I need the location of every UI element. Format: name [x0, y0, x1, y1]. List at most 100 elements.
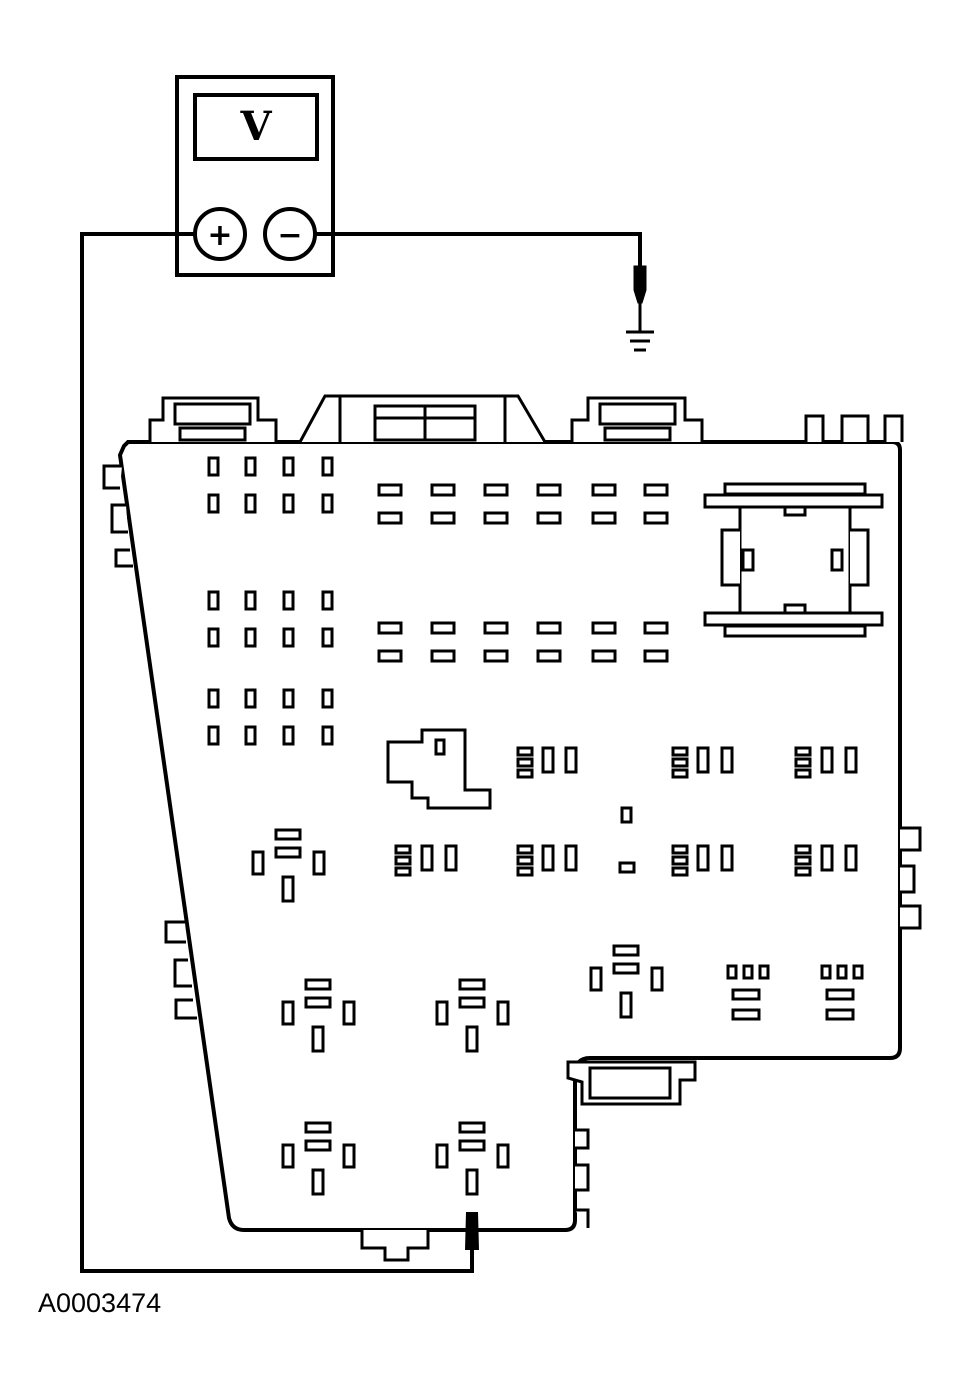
terminal-slot [207, 627, 220, 648]
terminal-slot [696, 746, 710, 774]
terminal-slot [312, 850, 326, 876]
terminal-slot [852, 964, 864, 980]
terminal-slot [742, 964, 754, 980]
terminal-slot [591, 649, 617, 663]
terminal-slot [671, 844, 689, 855]
terminal-slot [304, 996, 332, 1009]
terminal-slot [844, 844, 858, 872]
top-connectors [148, 394, 904, 443]
terminal-slot [394, 844, 412, 855]
notch-connector [566, 1060, 697, 1106]
terminal-slot [612, 944, 640, 957]
terminal-slot [591, 511, 617, 525]
terminal-slot [671, 746, 689, 757]
terminal-slot [458, 1139, 486, 1152]
terminal-slot [516, 757, 534, 768]
terminal-slot [536, 483, 562, 497]
terminal-slot [731, 988, 761, 1001]
right-tabs [900, 826, 922, 930]
terminal-slot [321, 688, 334, 709]
terminal-slot [342, 1000, 356, 1026]
terminal-slot [516, 855, 534, 866]
terminal-slot [282, 627, 295, 648]
terminal-slot [207, 725, 220, 746]
terminal-slot [483, 483, 509, 497]
terminal-slot [377, 649, 403, 663]
terminal-slot [794, 757, 812, 768]
terminal-slot [794, 866, 812, 877]
terminal-slot [282, 688, 295, 709]
terminal-slot [564, 844, 578, 872]
terminal-slot [591, 621, 617, 635]
terminal-slot [794, 855, 812, 866]
terminal-slot [696, 844, 710, 872]
figure-id: A0003474 [38, 1288, 162, 1318]
terminal-slot [377, 483, 403, 497]
terminal-slot [643, 483, 669, 497]
terminal-slot [377, 511, 403, 525]
terminal-slot [536, 621, 562, 635]
test-probe-icon [633, 265, 647, 304]
terminal-slot [321, 493, 334, 514]
terminal-slot [281, 875, 295, 903]
terminal-slot [304, 1121, 332, 1134]
terminal-slot [516, 844, 534, 855]
terminal-slot [244, 627, 257, 648]
terminal-slot [643, 511, 669, 525]
terminal-slot [465, 1168, 479, 1196]
terminal-slot [430, 621, 456, 635]
terminal-slot [465, 1025, 479, 1053]
terminal-slot [342, 1143, 356, 1169]
terminal-slot [377, 621, 403, 635]
terminal-slot [321, 456, 334, 477]
terminal-slot [304, 978, 332, 991]
fuse-cutout [386, 728, 492, 810]
terminal-slot [483, 621, 509, 635]
terminal-slot [591, 483, 617, 497]
bottom-tab [360, 1230, 430, 1262]
terminal-slot [720, 746, 734, 774]
terminal-slot [516, 866, 534, 877]
meter-display [193, 93, 319, 161]
relay-socket [703, 482, 884, 638]
terminal-slot [643, 621, 669, 635]
terminal-slot [430, 511, 456, 525]
terminal-slot [541, 844, 555, 872]
terminal-slot [430, 483, 456, 497]
terminal-slot [244, 725, 257, 746]
left-tabs-upper [102, 464, 133, 568]
terminal-slot [720, 844, 734, 872]
terminal-slot [483, 511, 509, 525]
terminal-slot [458, 996, 486, 1009]
terminal-slot [282, 590, 295, 611]
terminal-slot [430, 649, 456, 663]
terminal-slot [282, 725, 295, 746]
negative-lead [315, 232, 642, 268]
terminal-slot [281, 1143, 295, 1169]
terminal-slot [516, 768, 534, 779]
terminal-slot [394, 866, 412, 877]
notch-tabs [575, 1128, 590, 1228]
terminal-slot [671, 768, 689, 779]
positive-lead [80, 232, 474, 1273]
terminal-slot [536, 649, 562, 663]
terminal-slot [207, 688, 220, 709]
terminal-slot [825, 988, 855, 1001]
terminal-slot [311, 1025, 325, 1053]
terminal-slot [650, 966, 664, 992]
terminal-slot [496, 1000, 510, 1026]
terminal-slot [282, 493, 295, 514]
terminal-slot [564, 746, 578, 774]
terminal-slot [844, 746, 858, 774]
terminal-slot [420, 844, 434, 872]
terminal-slot [671, 866, 689, 877]
terminal-slot [541, 746, 555, 774]
terminal-slot [794, 768, 812, 779]
meter-symbol: V [239, 103, 272, 150]
test-leads [80, 232, 642, 1273]
terminal-slot [321, 627, 334, 648]
terminal-slot [274, 828, 302, 841]
terminal-slot [483, 649, 509, 663]
terminal-slot [643, 649, 669, 663]
terminal-slot [274, 846, 302, 859]
